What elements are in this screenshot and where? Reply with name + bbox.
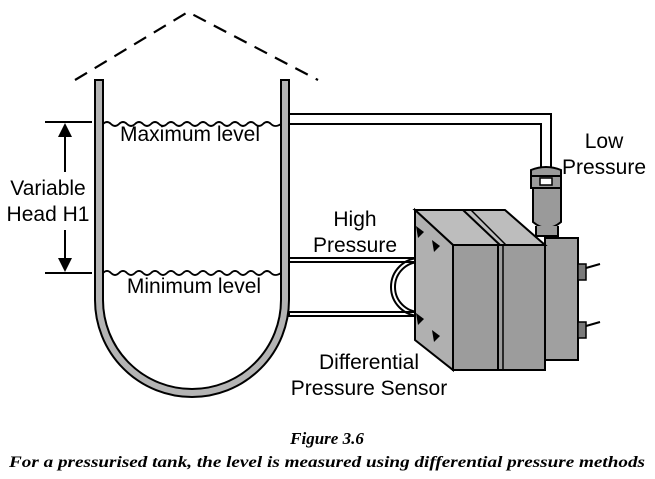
maximum-level-surface — [102, 121, 282, 127]
high-pressure-line — [288, 257, 421, 317]
high-pressure-label-line2: Pressure — [313, 234, 397, 257]
minimum-level-label: Minimum level — [127, 275, 261, 298]
variable-head-dimension — [45, 121, 92, 274]
low-pressure-label-line2: Pressure — [562, 156, 646, 179]
figure-caption: For a pressurised tank, the level is mea… — [8, 454, 645, 471]
high-pressure-label-line1: High — [333, 208, 376, 231]
head-h1-label: Head H1 — [7, 203, 90, 226]
figure-number: Figure 3.6 — [289, 429, 364, 448]
minimum-level-surface — [102, 270, 282, 276]
tank-roof-dashed — [74, 10, 319, 81]
low-pressure-port — [530, 166, 562, 237]
differential-pressure-sensor — [412, 207, 601, 373]
sensor-label-line1: Differential — [319, 351, 419, 374]
low-pressure-line — [288, 113, 552, 173]
maximum-level-label: Maximum level — [120, 123, 260, 146]
sensor-bolts — [416, 226, 440, 342]
sensor-label-line2: Pressure Sensor — [291, 377, 447, 400]
sensor-outlets — [577, 263, 601, 339]
low-pressure-label-line1: Low — [585, 130, 624, 153]
variable-label: Variable — [10, 177, 86, 200]
tank-wall — [94, 79, 290, 398]
